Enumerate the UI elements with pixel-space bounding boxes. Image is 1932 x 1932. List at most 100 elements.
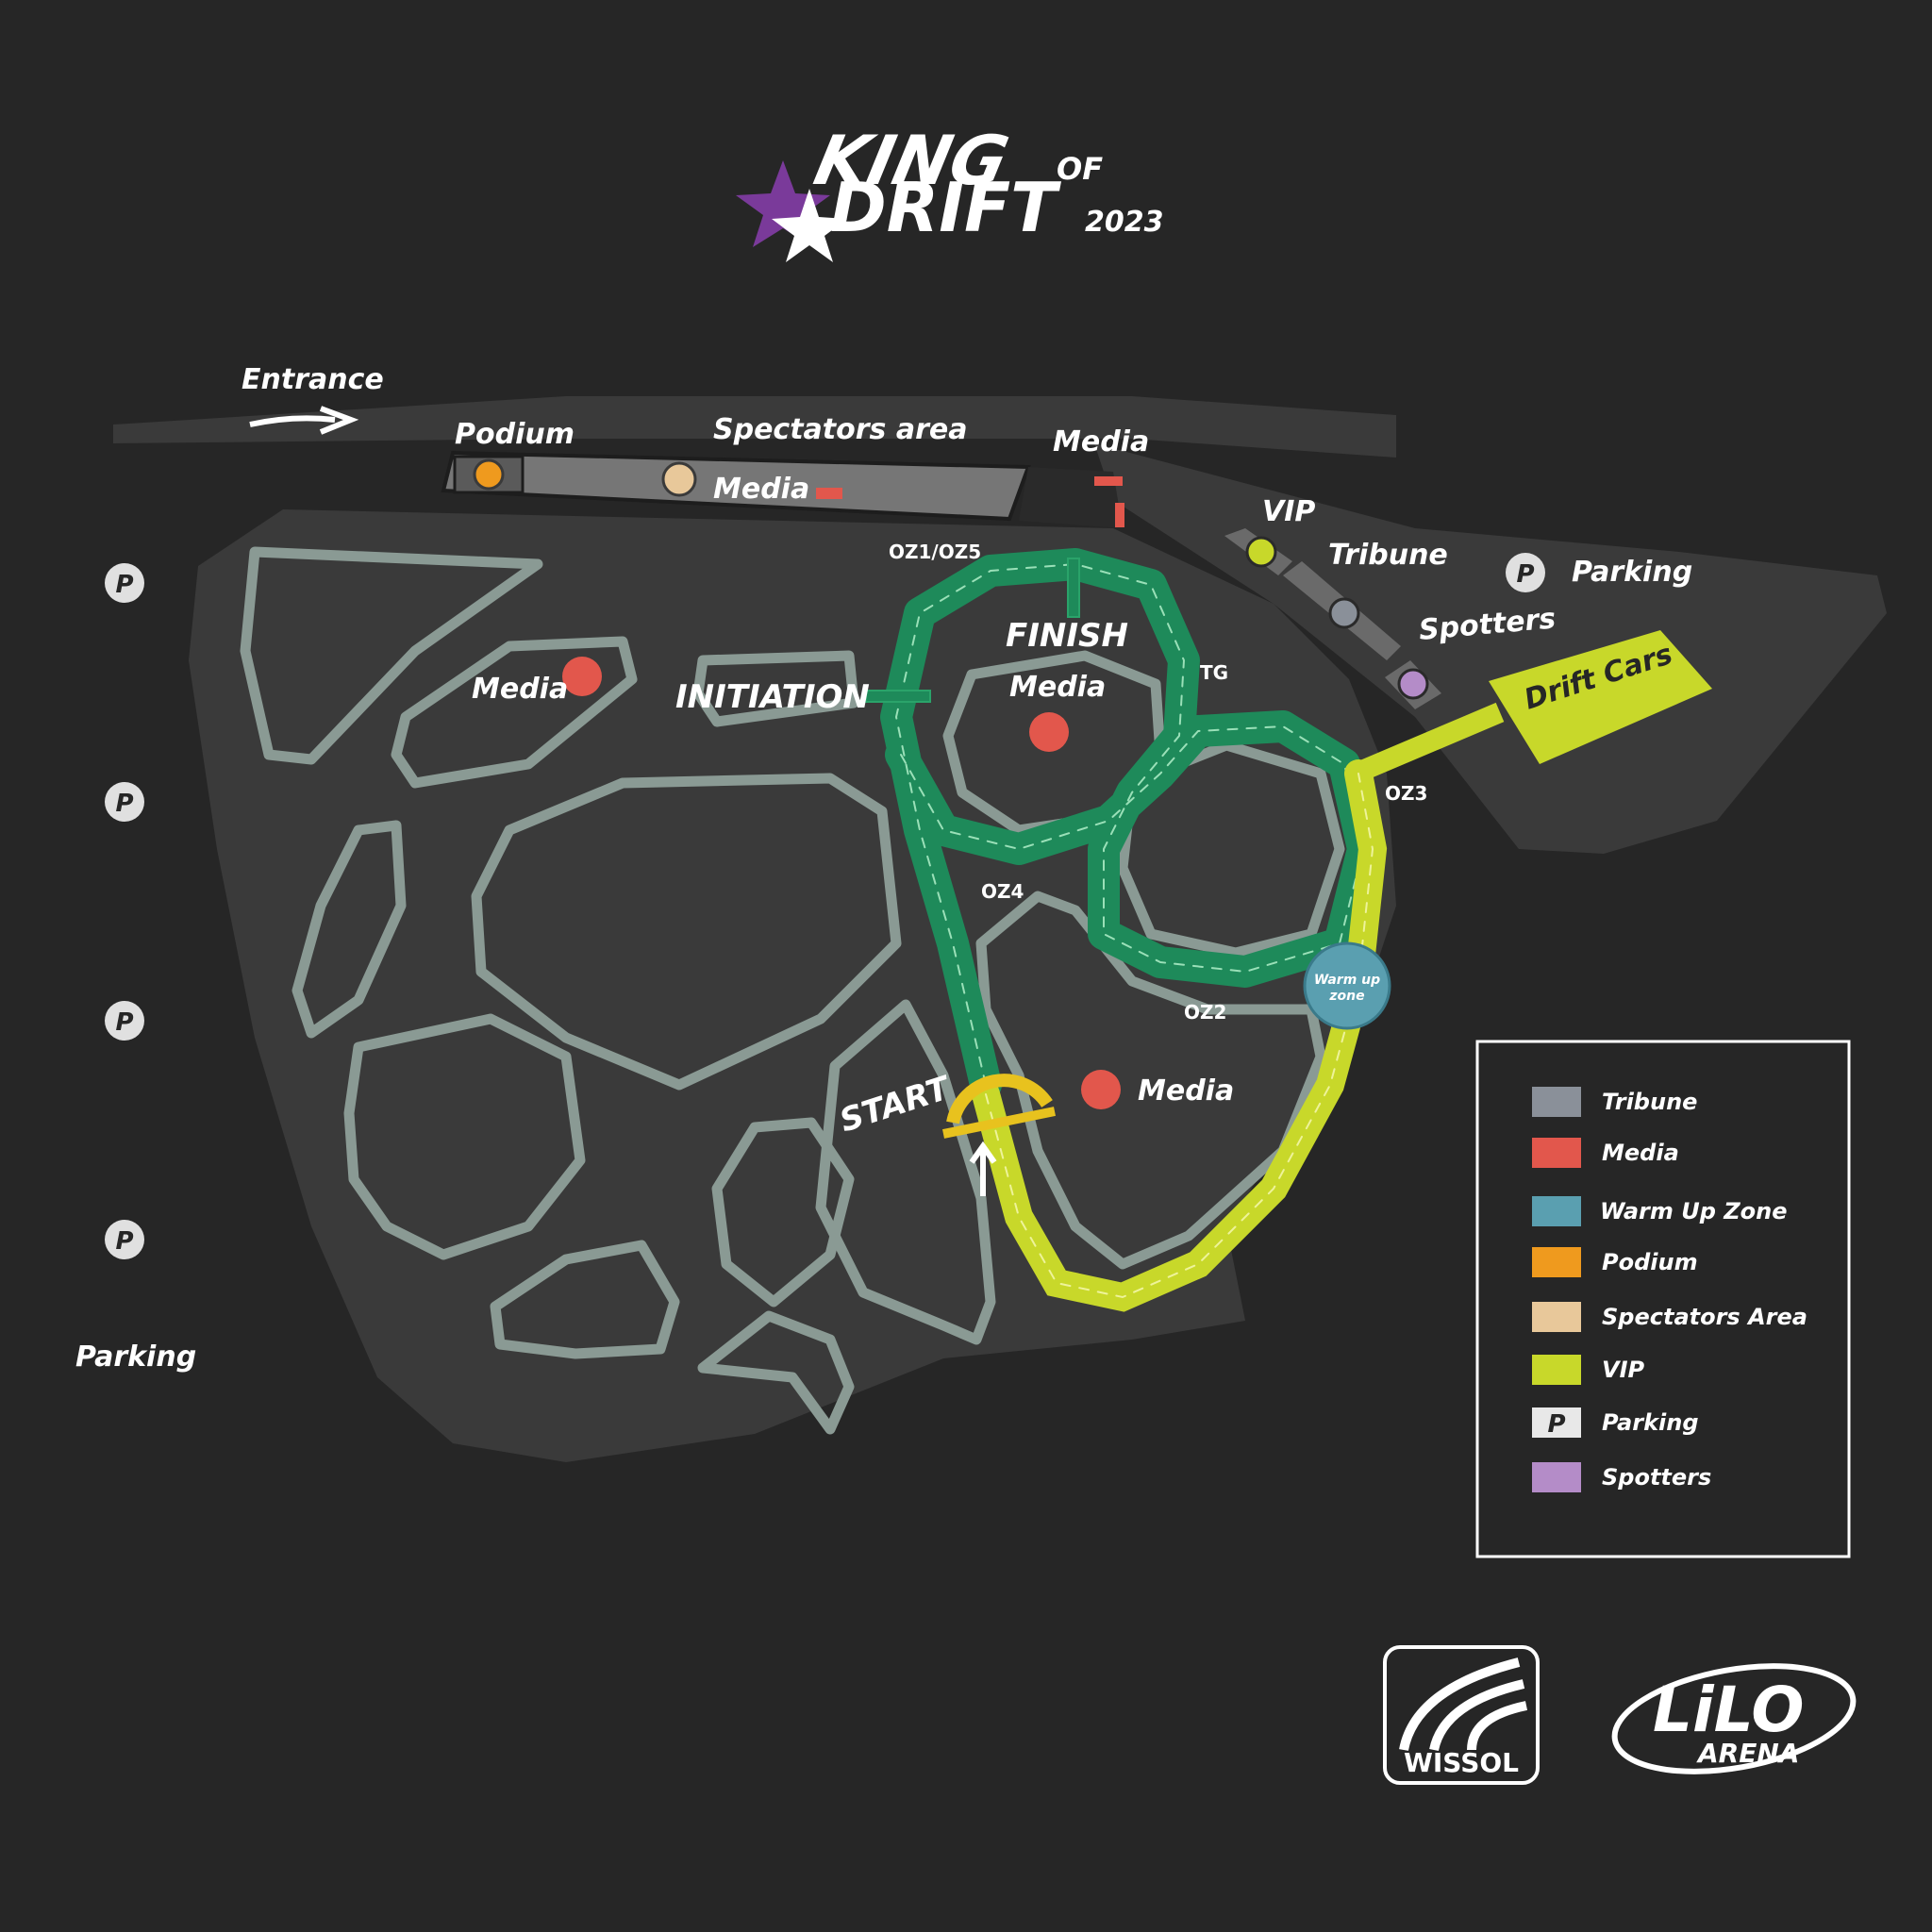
parking-icons-left: P P P P xyxy=(105,563,144,1259)
logo-drift: DRIFT xyxy=(830,168,1061,247)
media-platform xyxy=(1019,467,1123,528)
outline-right-loop xyxy=(1117,740,1345,958)
parking-icon xyxy=(105,563,144,603)
entrance-road xyxy=(113,396,1396,458)
spotters-marker xyxy=(1397,668,1429,700)
legend: Tribune Media Warm Up Zone Podium Specta… xyxy=(1475,1040,1851,1558)
legend-label-spectators: Spectators Area xyxy=(1602,1304,1807,1330)
legend-label-spotters: Spotters xyxy=(1602,1464,1711,1491)
outline-left-narrow-loop xyxy=(291,820,407,1039)
start-gate-base xyxy=(942,1107,1056,1139)
spectators-platform xyxy=(441,450,1031,522)
wissol-logo: WISSOL xyxy=(1383,1645,1540,1785)
podium-label: Podium xyxy=(455,418,575,451)
legend-swatch-vip xyxy=(1532,1355,1581,1385)
drift-cars-area xyxy=(1489,630,1712,764)
parking-top-label: Parking xyxy=(1572,556,1692,589)
zone-tg: TG xyxy=(1200,661,1228,684)
media-bottom-marker xyxy=(1081,1070,1121,1109)
arena-text: ARENA xyxy=(1696,1738,1799,1769)
spectators-marker xyxy=(661,461,697,497)
vip-track xyxy=(972,759,1388,1312)
start-gate xyxy=(946,1074,1053,1124)
outline-bottom-left-loop xyxy=(343,1013,586,1260)
legend-swatch-warm-up xyxy=(1532,1196,1581,1226)
logo-king: KING xyxy=(808,122,1015,201)
finish-line xyxy=(1067,558,1080,618)
main-track-dash xyxy=(895,563,1364,1086)
outline-start-loop xyxy=(815,999,996,1345)
wissol-text: WISSOL xyxy=(1404,1747,1519,1778)
media-bottom-label: Media xyxy=(1138,1074,1234,1108)
logo-of: OF xyxy=(1057,151,1103,187)
lilo-swoosh-icon xyxy=(1611,1663,1857,1774)
zone-oz4: OZ4 xyxy=(981,880,1024,903)
spectators-area-label: Spectators area xyxy=(713,413,967,446)
initiation-line xyxy=(865,690,931,703)
lilo-arena-logo: LiLO ARENA xyxy=(1611,1663,1857,1774)
legend-label-parking: Parking xyxy=(1602,1409,1699,1436)
warm-up-line2: zone xyxy=(1328,989,1364,1004)
start-arrow-icon xyxy=(969,1141,997,1196)
media-top-marker-b xyxy=(1115,503,1124,527)
lilo-text: LiLO xyxy=(1653,1674,1805,1746)
parking-icon xyxy=(105,782,144,822)
vip-label: VIP xyxy=(1262,495,1315,528)
parking-symbol: P xyxy=(115,790,133,818)
main-drift-track xyxy=(880,548,1379,1101)
parking-symbol: P xyxy=(115,1227,133,1256)
outline-center-large-loop xyxy=(471,773,902,1091)
finish-label: FINISH xyxy=(1006,617,1128,655)
parking-icon xyxy=(105,1220,144,1259)
parking-icon xyxy=(105,1001,144,1041)
outline-media-left-loop xyxy=(391,636,638,789)
outline-initiation-loop xyxy=(692,650,859,727)
legend-swatch-parking xyxy=(1532,1407,1581,1438)
warm-up-line1: Warm up xyxy=(1314,973,1380,988)
zone-oz2: OZ2 xyxy=(1184,1001,1226,1024)
purple-star-icon xyxy=(736,160,830,247)
legend-label-tribune: Tribune xyxy=(1602,1089,1697,1115)
vip-marker xyxy=(1245,536,1277,568)
outline-bottom-small-loop xyxy=(490,1240,680,1359)
legend-swatch-tribune xyxy=(1532,1087,1581,1117)
king-of-drift-logo: KING OF DRIFT 2023 xyxy=(736,122,1164,262)
media-left-marker xyxy=(562,657,602,696)
outline-bottom-center-loop xyxy=(697,1310,855,1435)
parking-left-label: Parking xyxy=(75,1341,196,1374)
parking-symbol: P xyxy=(115,571,133,599)
white-star-icon xyxy=(772,189,847,262)
wissol-road-icon xyxy=(1399,1657,1528,1752)
parking-icon-top xyxy=(1506,553,1545,592)
media-top-marker-a xyxy=(1094,476,1123,486)
zone-oz1-oz5: OZ1/OZ5 xyxy=(889,541,981,563)
entrance-label: Entrance xyxy=(242,363,384,396)
legend-swatch-spotters xyxy=(1532,1462,1581,1492)
podium-marker xyxy=(473,458,505,491)
legend-swatch-spectators xyxy=(1532,1302,1581,1332)
outline-top-left-loop xyxy=(240,546,543,765)
media-left-label: Media xyxy=(472,673,568,706)
legend-label-vip: VIP xyxy=(1602,1357,1645,1383)
parking-symbol-top: P xyxy=(1516,560,1534,589)
media-spectators-label: Media xyxy=(713,473,809,506)
logo-year: 2023 xyxy=(1085,206,1164,239)
tribune-label: Tribune xyxy=(1328,539,1448,572)
initiation-label: INITIATION xyxy=(675,678,870,716)
legend-swatch-podium xyxy=(1532,1247,1581,1277)
legend-label-warm-up: Warm Up Zone xyxy=(1600,1198,1788,1224)
vip-track-dash xyxy=(985,773,1374,1299)
legend-swatch-media xyxy=(1532,1138,1581,1168)
media-center-marker xyxy=(1029,712,1069,752)
zone-oz3: OZ3 xyxy=(1385,782,1427,805)
legend-label-media: Media xyxy=(1602,1140,1679,1166)
parking-symbol: P xyxy=(115,1008,133,1037)
legend-label-podium: Podium xyxy=(1602,1249,1698,1275)
warm-up-zone-marker xyxy=(1303,941,1391,1030)
media-top-label: Media xyxy=(1053,425,1149,458)
legend-parking-symbol: P xyxy=(1547,1410,1565,1439)
media-center-label: Media xyxy=(1009,671,1106,704)
upper-road xyxy=(1094,443,1887,854)
entrance-arrow-icon xyxy=(249,406,359,435)
